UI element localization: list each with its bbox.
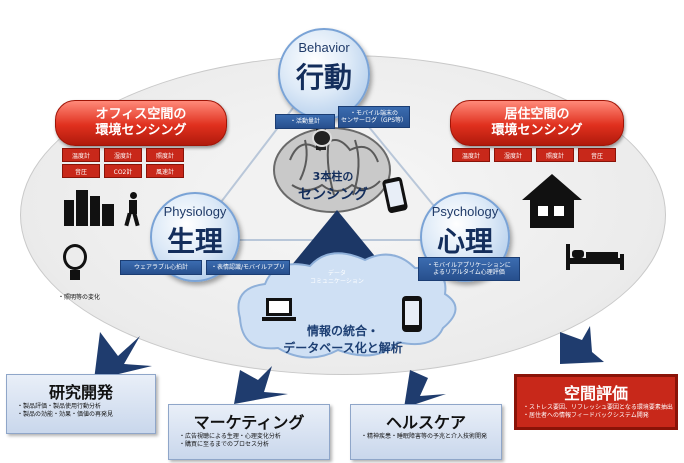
walking-person-icon (124, 192, 142, 227)
center-line2: センシング (298, 187, 368, 203)
healthcare-desc-0: ・精神疾患・睡眠障害等の予兆と介入技術開発 (361, 433, 488, 440)
home-sensor-1: 湿度計 (494, 148, 532, 162)
healthcare-title: ヘルスケア (385, 413, 466, 432)
space-desc-0: ・ストレス要因、リフレッシュ要因となる環境要素抽出 (523, 404, 673, 411)
behavior-bar-activity-text: ・活動量計 (289, 117, 320, 125)
physiology-bar-face: ・表情認識/モバイルアプリ (206, 260, 290, 275)
home-title-line1: 居住空間の (504, 107, 570, 122)
data-communication-label: データ コミュニケーション (310, 270, 364, 285)
cloud-line2: データベース化と解析 (283, 341, 403, 355)
behavior-bar-mobile-text: ・モバイル端末の センサーログ（GPS等） (340, 109, 408, 124)
lightbulb-icon (62, 244, 88, 284)
behavior-bar-mobile: ・モバイル端末の センサーログ（GPS等） (338, 106, 410, 128)
cloud-phone-icon (402, 296, 422, 332)
behavior-circle: Behavior 行動 (278, 28, 370, 120)
physiology-bar-heart: ウェアラブル心拍計 (120, 260, 202, 275)
psychology-bar-text: ・モバイルアプリケーションに よるリアルタイム心理評価 (427, 261, 511, 276)
psychology-en-label: Psychology (431, 204, 499, 219)
office-sensor-5: 風速計 (146, 164, 184, 178)
research-title: 研究開発 (48, 383, 113, 402)
marketing-desc-1: ・購買に至るまでのプロセス分析 (179, 441, 270, 448)
behavior-jp-label: 行動 (295, 61, 352, 94)
marketing-desc-0: ・広告視聴による生理・心理変化分析 (179, 433, 281, 440)
center-label: 3本柱の センシング (288, 168, 378, 204)
office-sensor-4: CO2計 (104, 164, 142, 178)
physiology-bar-face-text: ・表情認識/モバイルアプリ (210, 263, 286, 271)
office-title-line2: 環境センシング (95, 123, 187, 138)
output-space: 空間評価 ・ストレス要因、リフレッシュ要因となる環境要素抽出 ・居住者への情報フ… (514, 374, 678, 430)
output-healthcare: ヘルスケア ・精神疾患・睡眠障害等の予兆と介入技術開発 (350, 404, 502, 460)
office-sensor-2: 照度計 (146, 148, 184, 162)
marketing-title: マーケティング (193, 413, 305, 432)
watch-icon (310, 122, 332, 150)
output-marketing: マーケティング ・広告視聴による生理・心理変化分析 ・購買に至るまでのプロセス分… (168, 404, 330, 460)
office-sensor-3: 音圧 (62, 164, 100, 178)
psychology-jp-label: 心理 (436, 225, 493, 258)
research-desc-0: ・製品評価・製品使用行動分析 (17, 403, 102, 410)
cloud-label: 情報の統合・ データベース化と解析 (268, 322, 418, 356)
behavior-bar-activity: ・活動量計 (275, 114, 335, 129)
physiology-jp-label: 生理 (166, 225, 223, 258)
house-icon (522, 174, 582, 228)
physiology-bar-heart-text: ウェアラブル心拍計 (133, 263, 188, 271)
office-sensing-title: オフィス空間の 環境センシング (55, 100, 227, 146)
behavior-en-label: Behavior (298, 40, 350, 55)
buildings-icon (64, 190, 114, 226)
space-desc-1: ・居住者への情報フィードバックシステム開発 (523, 412, 649, 419)
physiology-en-label: Physiology (163, 204, 227, 219)
psychology-bar: ・モバイルアプリケーションに よるリアルタイム心理評価 (418, 257, 520, 281)
office-sensor-0: 温度計 (62, 148, 100, 162)
bed-icon (566, 244, 624, 270)
office-note: ・照明等の変化 (58, 294, 101, 301)
office-title-line1: オフィス空間の (95, 107, 187, 122)
laptop-icon (262, 298, 296, 324)
center-line1: 3本柱の (312, 170, 354, 183)
home-sensor-3: 音圧 (578, 148, 616, 162)
output-research: 研究開発 ・製品評価・製品使用行動分析 ・製品の効能・効果・価値の再発見 (6, 374, 156, 434)
space-title: 空間評価 (563, 384, 628, 403)
home-sensing-title: 居住空間の 環境センシング (450, 100, 624, 146)
cloud-line1: 情報の統合・ (306, 324, 379, 338)
home-sensor-0: 温度計 (452, 148, 490, 162)
home-title-line2: 環境センシング (491, 123, 583, 138)
home-sensor-2: 照度計 (536, 148, 574, 162)
research-desc-1: ・製品の効能・効果・価値の再発見 (17, 411, 114, 418)
office-sensor-1: 湿度計 (104, 148, 142, 162)
